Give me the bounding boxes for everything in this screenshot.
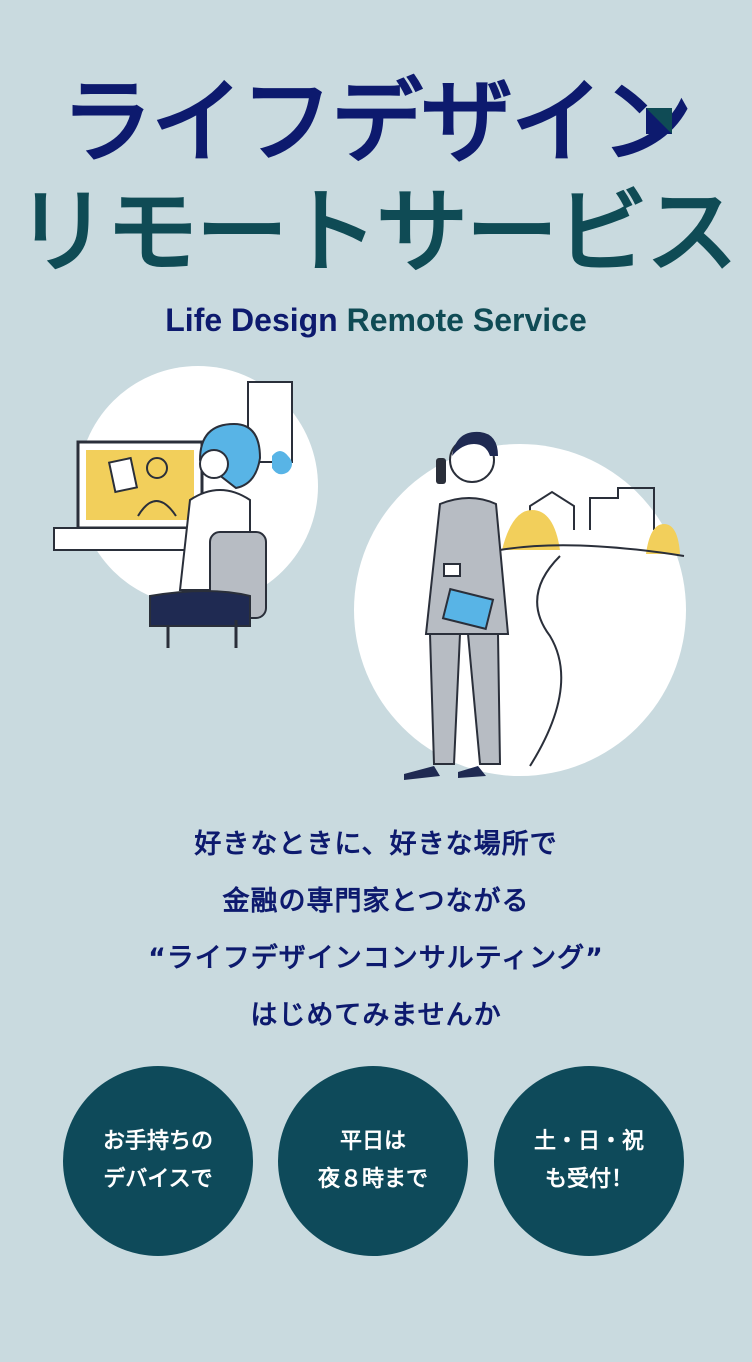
copy-line-3: “ライフデザインコンサルティング” <box>148 943 604 974</box>
subtitle-life-design: Life Design <box>165 302 338 338</box>
title-line-2: リモートサービス <box>15 179 738 286</box>
feature-badge-devices: お手持ちの デバイスで <box>63 1066 253 1256</box>
badge-line: お手持ちの <box>102 1129 213 1154</box>
copy-line-2: 金融の専門家とつながる <box>222 886 530 917</box>
woman-video-call-illustration <box>53 366 318 648</box>
badge-line: デバイスで <box>103 1167 213 1192</box>
badge-line: 夜８時まで <box>317 1167 428 1192</box>
copy-line-4: はじめてみませんか <box>250 1000 502 1031</box>
title-dot-mark <box>646 108 672 134</box>
subtitle-remote-service: Remote Service <box>346 302 587 338</box>
feature-badge-weekday-hours: 平日は 夜８時まで <box>278 1066 468 1256</box>
badge-line: 土・日・祝 <box>533 1129 644 1154</box>
feature-badge-weekends: 土・日・祝 も受付！ <box>494 1066 684 1256</box>
title-line-1: ライフデザイン <box>60 69 693 176</box>
badge-line: 平日は <box>339 1129 406 1154</box>
badge-line: も受付！ <box>544 1167 633 1192</box>
english-subtitle: Life Design Remote Service <box>0 298 752 342</box>
illustration <box>53 366 686 780</box>
businessman-phone-illustration <box>354 431 686 780</box>
copy-line-1: 好きなときに、好きな場所で <box>194 829 558 860</box>
